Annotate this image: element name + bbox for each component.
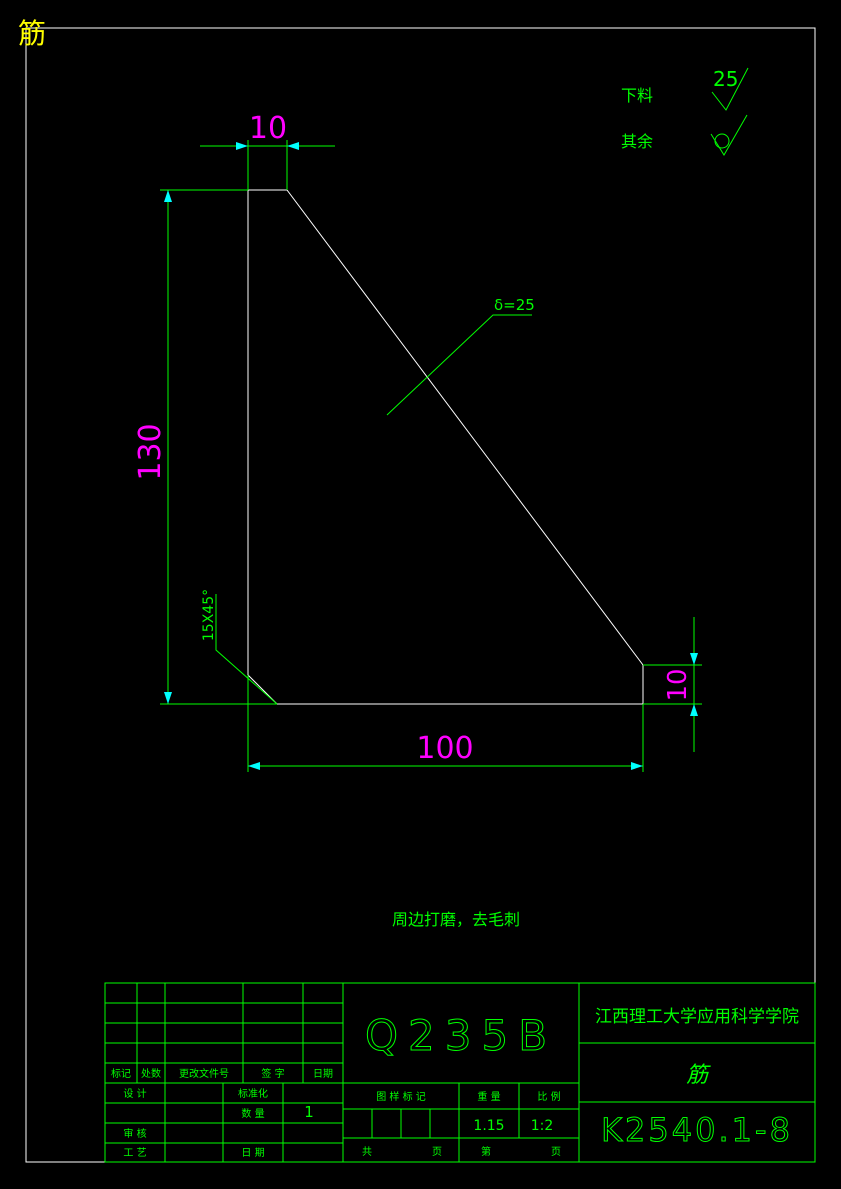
rev-header-mark: 标记 — [111, 1068, 131, 1080]
roughness-machined-symbol — [711, 67, 749, 111]
extension-lines — [160, 140, 702, 772]
title-block-grid — [104, 982, 816, 1163]
quantity-label: 数 量 — [241, 1107, 264, 1120]
dim-height-text: 130 — [133, 423, 168, 480]
part-name: 筋 — [686, 1063, 711, 1088]
page-no-label: 第 — [481, 1145, 491, 1158]
roughness-blank-value: 25 — [713, 67, 738, 91]
sheet-label: 页 — [432, 1146, 442, 1158]
weight-label: 重 量 — [477, 1090, 500, 1103]
page-label: 页 — [551, 1146, 561, 1158]
total-label: 共 — [362, 1146, 372, 1158]
dim-bottom-width-text: 100 — [416, 731, 473, 766]
rev-header-sign: 签 字 — [261, 1067, 284, 1080]
design-label: 设 计 — [123, 1087, 146, 1100]
corner-title: 筋 — [18, 17, 47, 50]
chamfer-leader — [215, 594, 278, 705]
quantity-value: 1 — [304, 1103, 314, 1121]
rev-header-count: 处数 — [141, 1067, 161, 1080]
school-name: 江西理工大学应用科学学院 — [595, 1007, 799, 1027]
dim-top-width-text: 10 — [249, 111, 287, 146]
review-label: 审 核 — [123, 1127, 146, 1140]
process-label: 工 艺 — [123, 1147, 146, 1159]
drawing-number: K2540.1-8 — [601, 1111, 793, 1149]
rev-header-date: 日期 — [313, 1068, 333, 1080]
scale-value: 1:2 — [531, 1118, 554, 1134]
roughness-other-label: 其余 — [621, 132, 653, 151]
standardize-label: 标准化 — [238, 1087, 268, 1100]
drawing-mark-label: 图 样 标 记 — [376, 1090, 426, 1103]
title-block-texts: 标记 处数 更改文件号 签 字 日期 设 计 标准化 数 量 1 审 核 工 艺… — [111, 1067, 561, 1159]
drawing-frame — [25, 27, 816, 1163]
part-outline — [247, 189, 644, 705]
technical-note: 周边打磨，去毛刺 — [392, 910, 520, 929]
roughness-circle-icon — [714, 133, 730, 149]
chamfer-text: 15X45° — [201, 589, 217, 641]
roughness-unmachined-symbol — [710, 114, 748, 156]
dim-right-height-text: 10 — [663, 668, 693, 701]
thickness-text: δ=25 — [494, 296, 535, 314]
rev-header-docno: 更改文件号 — [179, 1067, 229, 1080]
material-text: Q235B — [365, 1011, 557, 1060]
date-label: 日 期 — [241, 1147, 264, 1159]
thickness-leader — [386, 314, 532, 416]
dimension-lines — [164, 142, 698, 770]
weight-value: 1.15 — [473, 1118, 504, 1134]
scale-label: 比 例 — [537, 1090, 560, 1103]
roughness-blank-label: 下料 — [621, 86, 653, 105]
